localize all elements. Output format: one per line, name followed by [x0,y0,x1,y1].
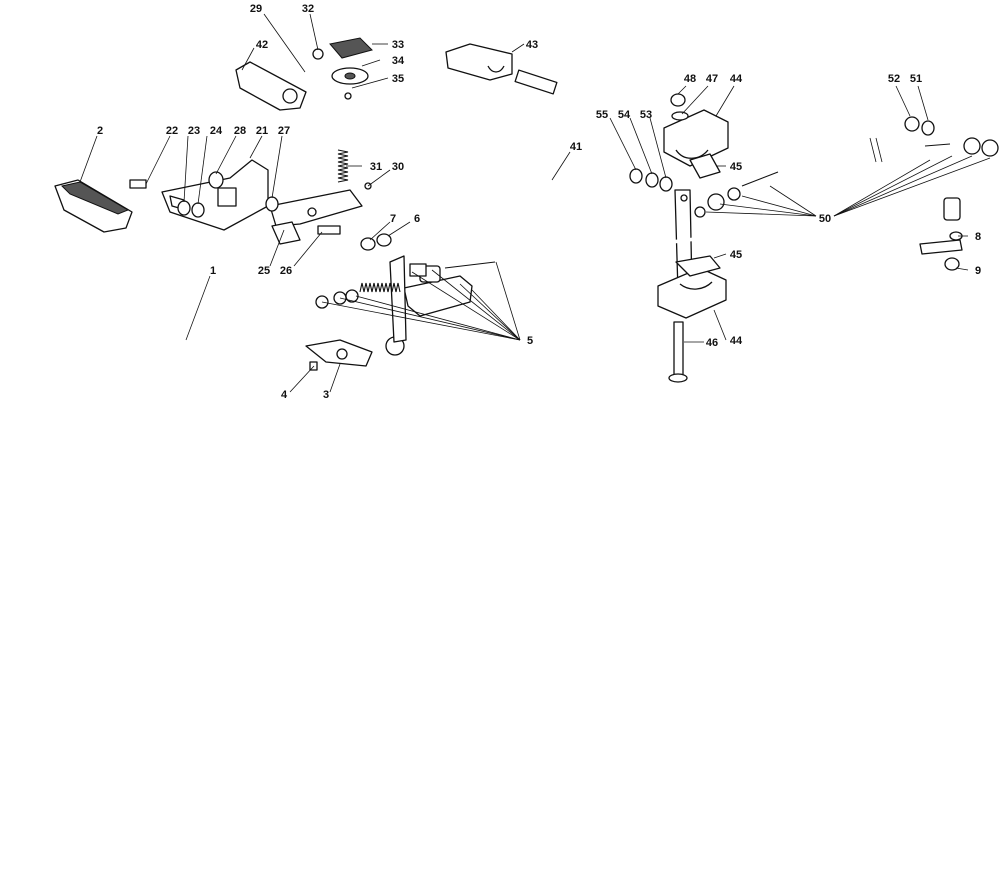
pad-43 [445,43,513,81]
pad-42 [235,61,307,111]
pivot-arm [919,197,963,255]
block-44-upper [663,109,729,167]
callout-29: 29 [250,3,262,15]
callout-41: 41 [570,141,582,153]
callout-48: 48 [684,73,696,85]
callout-44-lower: 44 [730,335,743,347]
callout-34: 34 [392,55,405,67]
callout-30: 30 [392,161,404,173]
callout-3: 3 [323,389,329,401]
spring-31 [337,149,349,183]
callout-46: 46 [706,337,718,349]
bracket-21 [161,159,269,231]
callout-53: 53 [640,109,652,121]
hardware [129,48,999,371]
callout-8: 8 [975,231,981,243]
callout-23: 23 [188,125,200,137]
callout-42: 42 [256,39,268,51]
callout-7: 7 [390,213,396,225]
saddle-45-lower [675,255,721,277]
leader-lines [79,13,991,393]
callout-31: 31 [370,161,382,173]
pedal-pad-2 [54,179,133,233]
rod-29 [303,70,330,188]
bracket-5 [389,255,473,343]
callout-44-upper: 44 [730,73,743,85]
callout-22: 22 [166,125,178,137]
bracket-25 [269,189,363,245]
callout-1: 1 [210,265,216,277]
callout-24: 24 [210,125,223,137]
spring-5 [359,282,401,293]
callout-43: 43 [526,39,538,51]
callout-45-upper: 45 [730,161,742,173]
bracket-3 [305,339,373,367]
pedal-rod-1 [103,203,407,365]
pad-33-34 [329,37,373,85]
callout-labels: 29 32 33 34 35 42 43 2 22 23 24 28 21 27… [97,3,981,401]
callout-51: 51 [910,73,922,85]
callout-21: 21 [256,125,268,137]
bolt-46 [668,321,688,383]
callout-27: 27 [278,125,290,137]
callout-54: 54 [618,109,631,121]
callout-50: 50 [819,213,831,225]
callout-52: 52 [888,73,900,85]
callout-45-lower: 45 [730,249,742,261]
callout-55: 55 [596,109,608,121]
callout-6: 6 [414,213,420,225]
callout-33: 33 [392,39,404,51]
callout-47: 47 [706,73,718,85]
callout-28: 28 [234,125,246,137]
callout-26: 26 [280,265,292,277]
callout-5: 5 [527,335,533,347]
callout-4: 4 [281,389,288,401]
callout-35: 35 [392,73,404,85]
callout-9: 9 [975,265,981,277]
block-44-lower [657,267,727,319]
saddle-45-upper [689,153,721,179]
callout-32: 32 [302,3,314,15]
callout-2: 2 [97,125,103,137]
callout-25: 25 [258,265,270,277]
